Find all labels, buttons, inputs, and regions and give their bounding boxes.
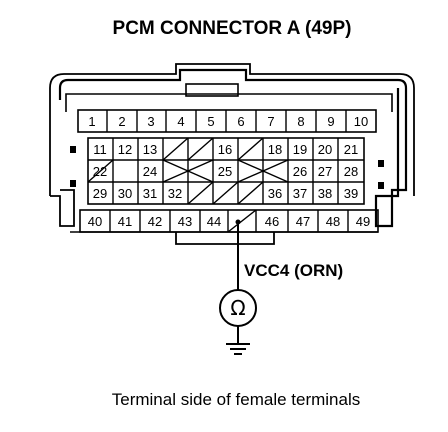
pin-13: 13 [143,142,157,157]
pin-29: 29 [93,186,107,201]
pin-row-5: 40 41 42 43 44 46 47 48 49 [79,209,379,233]
pin-9: 9 [327,114,334,129]
pin-26: 26 [293,164,307,179]
ground-icon [226,326,250,355]
pin-1: 1 [88,114,95,129]
pin-22: 22 [93,164,107,179]
pin-38: 38 [318,186,332,201]
pin-row-1: 1 2 3 4 5 6 7 8 9 10 [77,109,377,133]
pin-28: 28 [344,164,358,179]
locator-marks [70,146,384,189]
pin-43: 43 [178,214,192,229]
pin-40: 40 [88,214,102,229]
pin-16: 16 [218,142,232,157]
probe-label: VCC4 (ORN) [244,261,343,280]
pin-2: 2 [118,114,125,129]
caption: Terminal side of female terminals [112,390,360,409]
pin-27: 27 [318,164,332,179]
pin-36: 36 [268,186,282,201]
pin-5: 5 [207,114,214,129]
pin-6: 6 [237,114,244,129]
ohmmeter-icon: Ω [219,289,257,327]
pin-42: 42 [148,214,162,229]
pin-24: 24 [143,164,157,179]
pin-20: 20 [318,142,332,157]
pin-10: 10 [354,114,368,129]
pin-47: 47 [296,214,310,229]
pin-19: 19 [293,142,307,157]
pin-12: 12 [118,142,132,157]
pin-11: 11 [93,142,107,157]
pin-4: 4 [177,114,184,129]
pin-41: 41 [118,214,132,229]
pin-30: 30 [118,186,132,201]
pin-37: 37 [293,186,307,201]
ohm-symbol: Ω [230,296,245,320]
pin-46: 46 [265,214,279,229]
diagram-title: PCM CONNECTOR A (49P) [113,18,352,39]
pin-31: 31 [143,186,157,201]
pin-39: 39 [344,186,358,201]
pin-3: 3 [147,114,154,129]
pin-48: 48 [326,214,340,229]
pin-49: 49 [356,214,370,229]
pin-18: 18 [268,142,282,157]
pin-44: 44 [207,214,221,229]
pin-7: 7 [267,114,274,129]
pin-block-middle: 11 12 13 16 18 19 20 21 22 24 25 26 27 2… [87,137,365,205]
probe-tip [235,219,241,225]
pin-25: 25 [218,164,232,179]
pin-8: 8 [297,114,304,129]
pin-32: 32 [168,186,182,201]
pin-21: 21 [344,142,358,157]
